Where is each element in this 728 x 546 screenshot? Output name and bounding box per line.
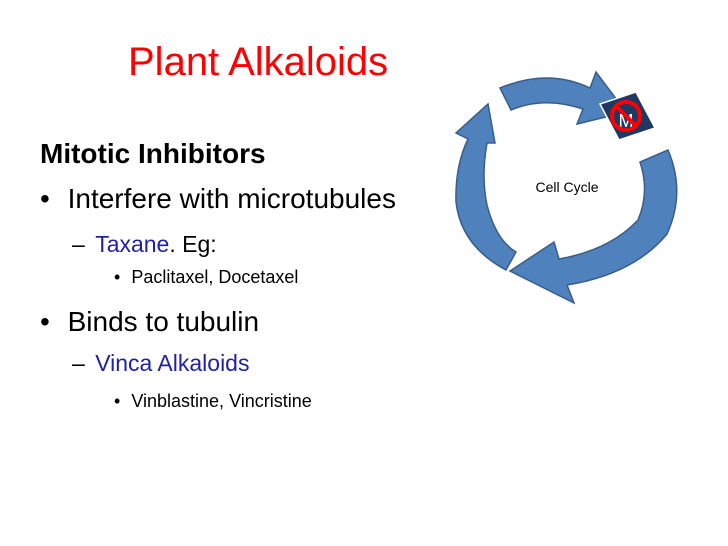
cell-cycle-label: Cell Cycle <box>535 179 598 195</box>
bullet-item-2: • Binds to tubulin <box>40 306 259 338</box>
m-phase-label: M <box>619 111 634 131</box>
sub-bullet-2: – Vinca Alkaloids <box>72 350 249 377</box>
no-symbol-slash <box>614 104 638 128</box>
bullet-text: Interfere with microtubules <box>67 183 396 214</box>
section-heading: Mitotic Inhibitors <box>40 138 266 169</box>
bullet-text: Binds to tubulin <box>67 306 260 337</box>
sub-bullet-1: – Taxane. Eg: <box>72 231 217 258</box>
m-phase-marker: M <box>598 91 657 141</box>
sub-bullet-suffix: . Eg: <box>169 231 217 257</box>
bullet-dot: • <box>40 306 50 337</box>
slide-title: Plant Alkaloids <box>128 40 389 84</box>
bullet-dot: • <box>114 391 121 411</box>
cycle-arrow-right <box>508 149 678 305</box>
bullet-dot: • <box>114 267 121 287</box>
bullet-item-1: • Interfere with microtubules <box>40 183 396 215</box>
example-text: Paclitaxel, Docetaxel <box>131 267 299 287</box>
no-symbol-icon <box>610 100 642 132</box>
example-text: Vinblastine, Vincristine <box>131 391 312 411</box>
example-item-1: • Paclitaxel, Docetaxel <box>114 267 298 288</box>
example-item-2: • Vinblastine, Vincristine <box>114 391 312 412</box>
sub-bullet-name: Taxane <box>95 231 170 257</box>
dash-bullet: – <box>72 350 85 376</box>
bullet-dot: • <box>40 183 50 214</box>
sub-bullet-name: Vinca Alkaloids <box>95 350 250 376</box>
cycle-arrow-left <box>454 102 518 272</box>
dash-bullet: – <box>72 231 85 257</box>
